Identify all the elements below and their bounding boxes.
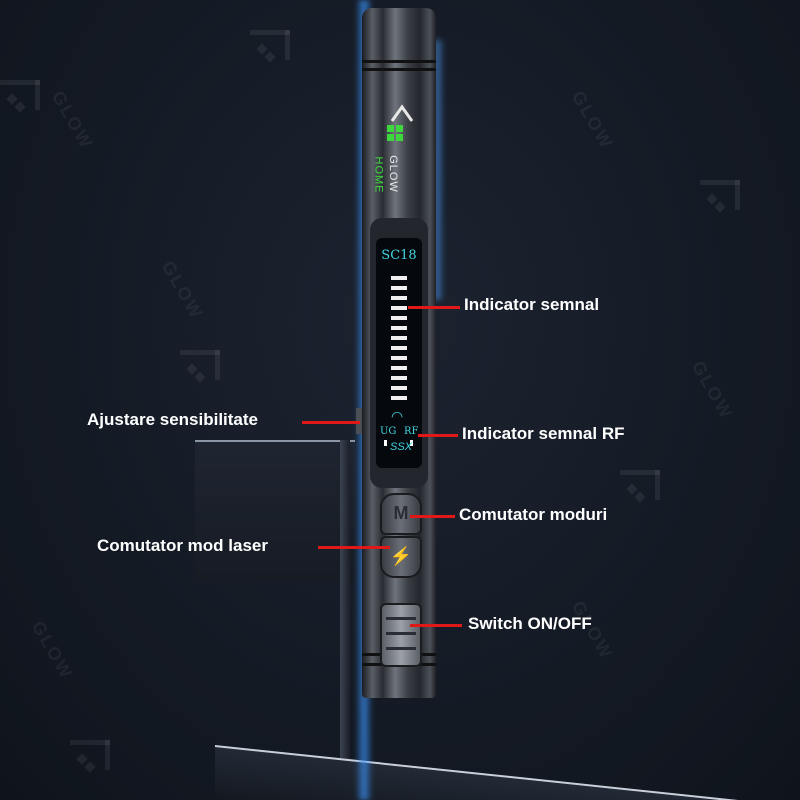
callout-line-sensitivity (302, 421, 360, 424)
device-ring (362, 68, 436, 71)
brand-name: GLOW (386, 155, 399, 193)
signal-level-bars (391, 276, 407, 406)
watermark-text: GLOW (687, 357, 738, 423)
watermark-logo-icon (250, 30, 290, 70)
callout-line-rf (418, 434, 458, 437)
ug-led (384, 440, 387, 446)
rf-led (410, 440, 413, 446)
pedestal-block (195, 440, 355, 582)
rf-detector-device: GLOW HOME SC18 ◠ UG RF SSX M ⚡ (356, 8, 436, 698)
device-ring (362, 60, 436, 63)
callout-mode-switch: Comutator moduri (459, 505, 608, 524)
callout-power-switch: Switch ON/OFF (468, 614, 592, 633)
ug-label: UG (380, 426, 397, 437)
rf-label: RF (404, 426, 419, 437)
pedestal-surface (215, 745, 800, 800)
laser-button[interactable]: ⚡ (380, 536, 422, 578)
watermark-text: GLOW (157, 257, 208, 323)
watermark-text: GLOW (47, 87, 98, 153)
callout-line-power (410, 624, 462, 627)
callout-line-signal (408, 306, 460, 309)
power-switch[interactable] (380, 603, 422, 667)
brand-chevron-icon (390, 104, 414, 122)
watermark-text: GLOW (27, 617, 78, 683)
model-label: SC18 (381, 248, 417, 263)
brand-logo: GLOW HOME (373, 103, 422, 213)
watermark-logo-icon (180, 350, 220, 390)
watermark-logo-icon (700, 180, 740, 220)
watermark-logo-icon (620, 470, 660, 510)
display-screen: SC18 ◠ UG RF SSX (376, 238, 422, 468)
brand-home: HOME (372, 156, 385, 194)
callout-sensitivity-adjust: Ajustare sensibilitate (87, 410, 259, 429)
mode-button[interactable]: M (380, 493, 422, 535)
watermark-logo-icon (0, 80, 40, 120)
watermark-text: GLOW (567, 87, 618, 153)
wifi-signal-icon: ◠ (391, 408, 404, 424)
callout-laser-mode-switch: Comutator mod laser (97, 536, 268, 555)
callout-line-mode (410, 515, 455, 518)
watermark-logo-icon (70, 740, 110, 780)
pedestal-edge (340, 440, 350, 800)
callout-signal-indicator: Indicator semnal (464, 295, 600, 314)
callout-rf-indicator: Indicator semnal RF (462, 424, 625, 443)
brand-squares-icon (387, 125, 403, 141)
callout-line-laser (318, 546, 390, 549)
ssx-logo: SSX (390, 441, 413, 453)
